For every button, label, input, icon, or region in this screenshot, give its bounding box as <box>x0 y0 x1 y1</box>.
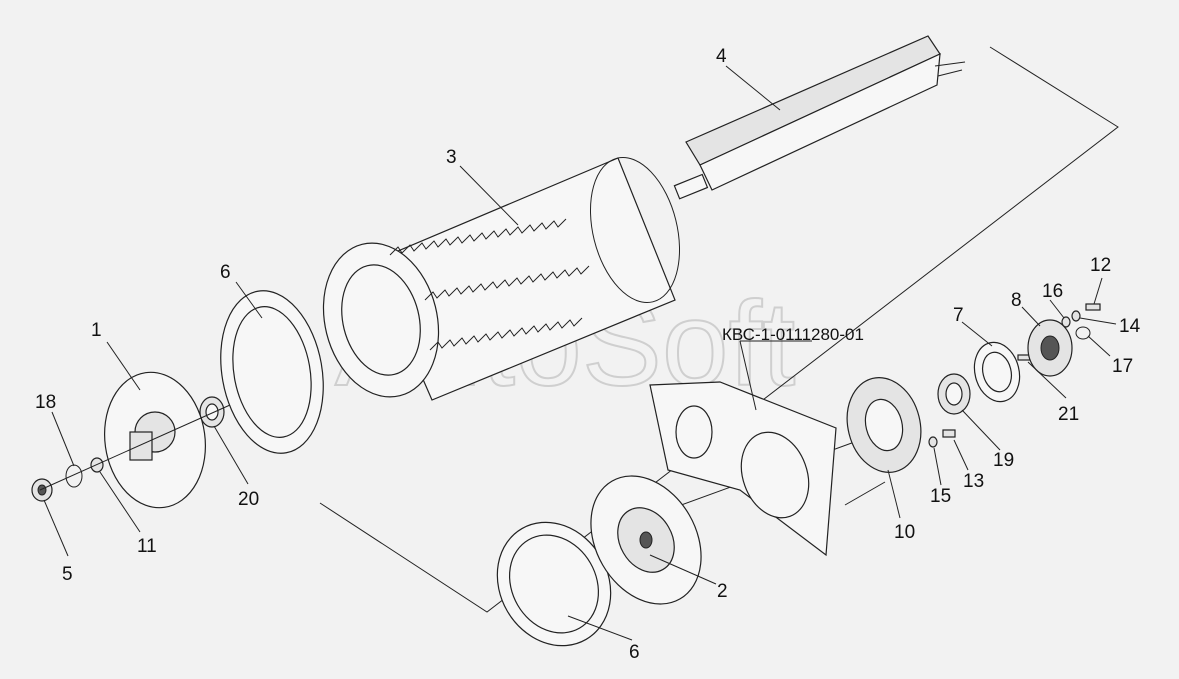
callout-6-top: 6 <box>220 262 231 283</box>
callout-19: 19 <box>993 450 1014 471</box>
part-1-flange-hub <box>103 371 207 509</box>
part-17-circlip <box>1075 326 1091 340</box>
part-4-shaft-tube <box>673 35 966 200</box>
callout-2: 2 <box>717 581 728 602</box>
callout-7: 7 <box>953 305 964 326</box>
part-10-flange-housing <box>846 377 922 473</box>
part-20-bearing <box>199 396 225 428</box>
part-6-gasket-bottom <box>496 521 612 647</box>
callout-10: 10 <box>894 522 915 543</box>
part-8-end-cap <box>1027 319 1073 377</box>
part-14-washer <box>1071 310 1081 322</box>
callout-6-bottom: 6 <box>629 642 640 663</box>
part-6-gasket-left <box>220 290 324 454</box>
callout-12: 12 <box>1090 255 1111 276</box>
part-5-nut <box>31 478 53 502</box>
part-2-disc <box>590 475 702 605</box>
bracket-housing <box>649 381 886 557</box>
part-15-washer <box>928 436 938 448</box>
callout-5: 5 <box>62 564 73 585</box>
callout-3: 3 <box>446 147 457 168</box>
callout-14: 14 <box>1119 316 1141 337</box>
part-13-bolt <box>942 429 956 438</box>
leader-lines <box>43 65 1117 641</box>
assembly-outline <box>319 46 1119 613</box>
part-18-circlip <box>65 464 83 488</box>
part-16-nut <box>1061 316 1071 328</box>
part-19-bearing <box>937 373 971 415</box>
part-12-bolt <box>1085 303 1101 311</box>
part-3-threshing-drum <box>322 156 681 401</box>
callout-13: 13 <box>963 471 984 492</box>
callout-17: 17 <box>1112 356 1133 377</box>
callout-20: 20 <box>238 489 259 510</box>
callout-8: 8 <box>1011 290 1022 311</box>
callout-16: 16 <box>1042 281 1063 302</box>
assembly-code-label: КВС-1-0111280-01 <box>722 325 864 344</box>
callout-18: 18 <box>35 392 56 413</box>
callout-4: 4 <box>716 46 727 67</box>
callout-1: 1 <box>91 320 102 341</box>
callout-11: 11 <box>137 536 157 557</box>
callout-21: 21 <box>1058 404 1079 425</box>
part-7-washer <box>973 341 1021 403</box>
callout-15: 15 <box>930 486 951 507</box>
